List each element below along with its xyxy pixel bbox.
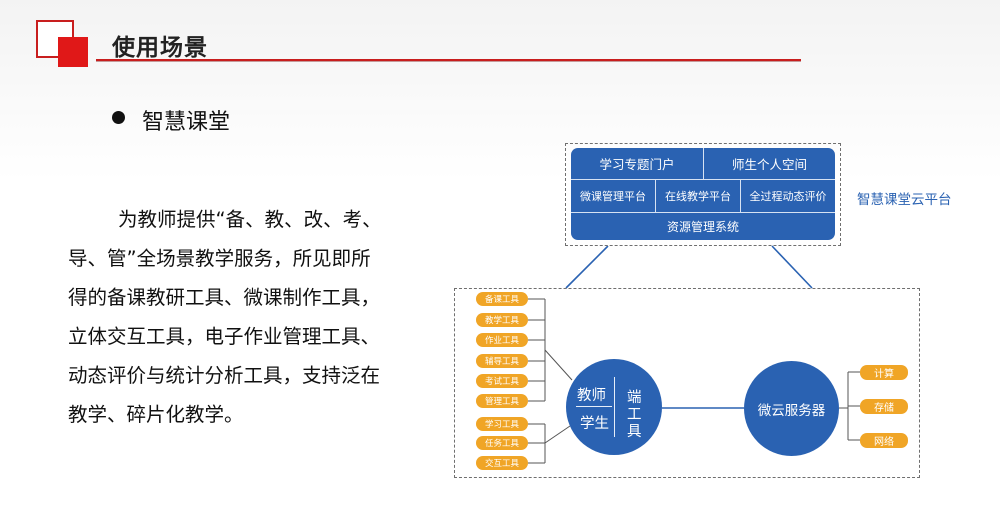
terminal-char: 具 — [627, 424, 642, 440]
cloud-platform-block: 学习专题门户 师生个人空间 微课管理平台 在线教学平台 全过程动态评价 资源管理… — [571, 148, 835, 240]
terminal-dashed-frame — [454, 288, 920, 478]
paragraph-line: 得的备课教研工具、微课制作工具， — [68, 286, 381, 309]
bullet-heading: 智慧课堂 — [142, 110, 231, 135]
paragraph-line: 立体交互工具，电子作业管理工具、 — [68, 325, 381, 348]
cloud-cell-personal-space: 师生个人空间 — [704, 148, 835, 180]
terminal-circle-vdivider — [614, 377, 615, 437]
server-capabilities-bracket — [839, 371, 860, 441]
teacher-tool-pill: 作业工具 — [476, 333, 528, 347]
paragraph-line: 为教师提供“备、教、改、考、 — [118, 208, 382, 231]
student-tools-bracket — [528, 423, 571, 464]
description-paragraph: 为教师提供“备、教、改、考、 导、管”全场景教学服务，所见即所 得的备课教研工具… — [68, 200, 430, 434]
terminal-circle: 教师 学生 端 工 具 — [566, 359, 662, 455]
teacher-tool-pill: 教学工具 — [476, 313, 528, 327]
page-title: 使用场景 — [112, 35, 208, 61]
title-underline-shadow — [96, 61, 801, 62]
paragraph-line: 教学、碎片化教学。 — [68, 403, 244, 426]
terminal-student-label: 学生 — [580, 416, 609, 432]
paragraph-line: 动态评价与统计分析工具，支持泛在 — [68, 364, 381, 387]
logo-filled-square — [58, 37, 88, 67]
cloud-cell-microclass-mgmt: 微课管理平台 — [571, 180, 656, 213]
teacher-tool-pill: 考试工具 — [476, 374, 528, 388]
teacher-tools-bracket — [528, 298, 573, 402]
server-circle: 微云服务器 — [744, 361, 839, 456]
terminal-char: 端 — [627, 390, 642, 406]
terminal-circle-hdivider — [576, 406, 612, 407]
cloud-platform-label: 智慧课堂云平台 — [857, 192, 952, 208]
cloud-cell-resource-mgmt: 资源管理系统 — [666, 220, 739, 234]
server-capability-pill: 存储 — [860, 399, 908, 414]
terminal-char: 工 — [627, 407, 642, 423]
student-tool-pill: 交互工具 — [476, 456, 528, 470]
student-tool-pill: 任务工具 — [476, 436, 528, 450]
server-capability-pill: 网络 — [860, 433, 908, 448]
connector-cloud-left — [565, 245, 609, 289]
title-underline — [96, 59, 801, 61]
bullet-dot-icon — [112, 111, 125, 124]
connector-cloud-right — [771, 245, 813, 289]
teacher-tool-pill: 备课工具 — [476, 292, 528, 306]
cloud-cell-dynamic-evaluation: 全过程动态评价 — [741, 180, 835, 213]
teacher-tool-pill: 管理工具 — [476, 394, 528, 408]
teacher-tool-pill: 辅导工具 — [476, 354, 528, 368]
cloud-cell-learning-portal: 学习专题门户 — [571, 148, 704, 180]
paragraph-line: 导、管”全场景教学服务，所见即所 — [68, 247, 371, 270]
terminal-teacher-label: 教师 — [577, 388, 606, 404]
cloud-cell-online-teaching: 在线教学平台 — [656, 180, 741, 213]
cloud-platform-dashed-frame — [565, 143, 841, 246]
student-tool-pill: 学习工具 — [476, 417, 528, 431]
server-capability-pill: 计算 — [860, 365, 908, 380]
